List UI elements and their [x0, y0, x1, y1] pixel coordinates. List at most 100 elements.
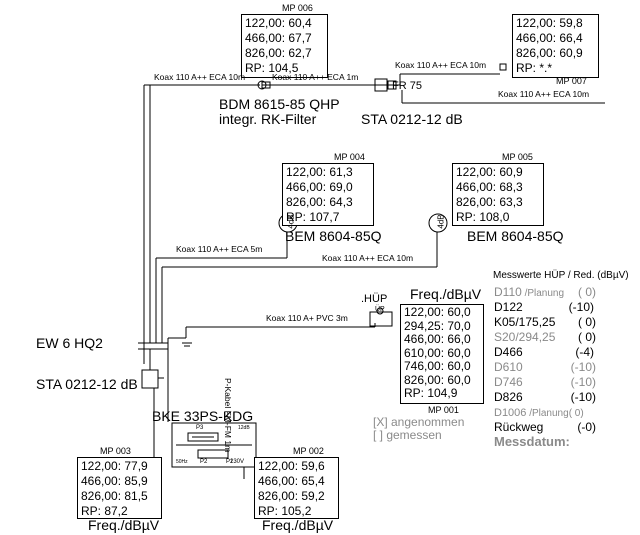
- mp006-line: RP: 104,5: [245, 61, 299, 75]
- bdm-sublabel: integr. RK-Filter: [219, 111, 317, 127]
- bke-p3: P3: [196, 425, 204, 431]
- mp007-line: 122,00: 59,8: [516, 16, 583, 30]
- mp001-line: 826,00: 60,0: [404, 372, 471, 387]
- mp006-label: MP 006: [282, 3, 313, 13]
- cable-label: Koax 110 A++ ECA 10m: [498, 89, 590, 99]
- legend-value: (-4): [575, 345, 594, 359]
- mp001-line: 610,00: 60,0: [404, 345, 471, 360]
- mp005-line: 826,00: 63,3: [456, 195, 523, 209]
- mp001-line: RP: 104,9: [404, 386, 458, 400]
- mp007-box: 122,00: 59,8 466,00: 66,4 826,00: 60,9 R…: [512, 14, 599, 78]
- legend-table: D110 /Planung ( 0) D122 (-10) K05/175,25…: [494, 285, 634, 435]
- mp004-line: 826,00: 64,3: [286, 195, 353, 209]
- legend-value: ( 0): [578, 330, 596, 344]
- mp001-box: 122,00: 60,0 294,25: 70,0 466,00: 66,0 6…: [400, 304, 484, 404]
- mp002-line: RP: 105,2: [258, 504, 312, 518]
- mp005-label: MP 005: [502, 152, 533, 162]
- cable-label: Koax 110 A++ ECA 10m: [154, 72, 246, 82]
- huep-sublabel: ÜP: [375, 306, 385, 313]
- mp004-label: MP 004: [334, 152, 365, 162]
- bdm-label: BDM 8615-85 QHP: [219, 96, 340, 112]
- db-left-label: 4dB: [286, 214, 296, 229]
- legend-row: D122 (-10): [494, 300, 634, 315]
- bke-p1: P1: [226, 459, 234, 465]
- legend-value: ( 0): [578, 315, 596, 329]
- legend-value: (-10): [570, 360, 596, 374]
- legend-value: ( 0): [578, 285, 596, 299]
- legend-row: D466 (-4): [494, 345, 634, 360]
- legend-name: D466: [494, 345, 523, 359]
- legend-value: (-10): [570, 390, 596, 404]
- legend-name: S20/294,25: [494, 330, 556, 344]
- mp007-line: RP: *.*: [516, 61, 553, 75]
- mp002-box: 122,00: 59,6 466,00: 65,4 826,00: 59,2 R…: [254, 457, 339, 519]
- legend-row-note: /Planung: [526, 408, 569, 419]
- legend-row-note: /Planung: [521, 288, 565, 299]
- mp002-line: 466,00: 65,4: [258, 474, 325, 488]
- ew6-label: EW 6 HQ2: [36, 335, 103, 351]
- bem-left-label: BEM 8604-85Q: [285, 228, 382, 244]
- legend-name: D122: [494, 300, 523, 314]
- legend-name: D1006 /Planung( 0): [494, 405, 584, 419]
- bke-hz: 50Hz: [176, 459, 188, 465]
- legend-row: S20/294,25 ( 0): [494, 330, 634, 345]
- mp001-line: 466,00: 66,0: [404, 332, 471, 346]
- legend-row: D1006 /Planung( 0): [494, 405, 634, 420]
- legend-row: D610 (-10): [494, 360, 634, 375]
- legend-name: K05/175,25: [494, 315, 556, 329]
- mp006-line: 466,00: 67,7: [245, 31, 312, 45]
- mp005-line: 122,00: 60,9: [456, 165, 523, 179]
- legend-name: D746: [494, 375, 523, 389]
- mp003-box: 122,00: 77,9 466,00: 85,9 826,00: 81,5 R…: [77, 457, 162, 519]
- mp007-line: 826,00: 60,9: [516, 46, 583, 60]
- mp005-box: 122,00: 60,9 466,00: 68,3 826,00: 63,3 R…: [452, 163, 544, 226]
- mp003-line: 826,00: 81,5: [81, 489, 148, 503]
- huep-label: .HÜP: [361, 293, 388, 305]
- legend-row: D110 /Planung ( 0): [494, 285, 634, 300]
- mp002-label: MP 002: [293, 446, 324, 456]
- cable-label: Koax 110 A++ ECA 5m: [176, 244, 263, 254]
- mp003-label: MP 003: [100, 446, 131, 456]
- bke-p2: P2: [200, 459, 208, 465]
- legend-name: Rückweg: [494, 420, 544, 434]
- mp007-line: 466,00: 66,4: [516, 31, 583, 45]
- legend-name: D610: [494, 360, 523, 374]
- gemessen-label: [ ] gemessen: [373, 428, 442, 442]
- mp006-line: 826,00: 62,7: [245, 46, 312, 60]
- mp006-box: 122,00: 60,4 466,00: 67,7 826,00: 62,7 R…: [241, 14, 328, 78]
- bem-right-label: BEM 8604-85Q: [467, 228, 564, 244]
- mp001-line: 122,00: 60,0: [404, 305, 471, 319]
- mp002-footer: Freq./dBµV: [262, 517, 334, 533]
- cable-label: Koax 110 A+ PVC 3m: [266, 313, 348, 323]
- legend-title: Messwerte HÜP / Red. (dBµV): [493, 270, 629, 281]
- mp003-line: 466,00: 85,9: [81, 474, 148, 488]
- legend-name: D110 /Planung: [494, 285, 564, 299]
- mp003-line: 122,00: 77,9: [81, 459, 148, 473]
- fr75-label: FR 75: [392, 80, 422, 92]
- mp005-line: RP: 108,0: [456, 210, 510, 224]
- legend-value: (-10): [568, 300, 594, 314]
- legend-row-name: D110: [494, 285, 522, 299]
- bke-label: BKE 33PS-KDG: [152, 408, 254, 424]
- legend-row: Rückweg (-0): [494, 420, 634, 435]
- legend-row-value: ( 0): [568, 408, 584, 419]
- mp003-footer: Freq./dBµV: [88, 517, 160, 533]
- legend-row: D746 (-10): [494, 375, 634, 390]
- mp001-line: 294,25: 70,0: [404, 318, 471, 333]
- mp003-line: RP: 87,2: [81, 504, 128, 518]
- mp002-line: 122,00: 59,6: [258, 459, 325, 473]
- mp001-header: Freq./dBµV: [410, 286, 482, 302]
- legend-value: (-10): [570, 375, 596, 389]
- mp004-line: 122,00: 61,3: [286, 165, 353, 179]
- mp002-line: 826,00: 59,2: [258, 489, 325, 503]
- sta-top-label: STA 0212-12 dB: [361, 111, 463, 127]
- db-right-label: 4dB: [436, 214, 446, 229]
- legend-value: (-0): [577, 420, 596, 434]
- cable-label: Koax 110 A++ ECA 1m: [272, 72, 359, 82]
- cable-label: Koax 110 A++ ECA 10m: [395, 60, 487, 70]
- legend-row: D826 (-10): [494, 390, 634, 405]
- mp004-line: 466,00: 69,0: [286, 180, 353, 194]
- bke-voltage: 230V: [230, 459, 245, 465]
- mp006-line: 122,00: 60,4: [245, 16, 312, 30]
